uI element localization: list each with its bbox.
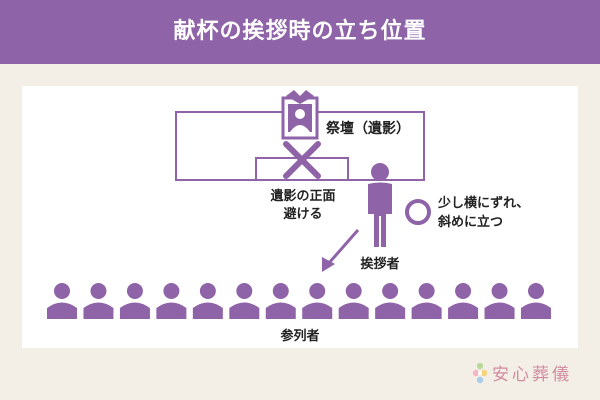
stand-label-line2: 斜めに立つ bbox=[437, 214, 503, 230]
logo-text: 安心葬儀 bbox=[492, 365, 572, 385]
attendee-figure bbox=[448, 283, 479, 319]
attendee-figure bbox=[192, 283, 223, 319]
attendee-figure bbox=[119, 283, 150, 319]
altar-label: 祭壇（遺影） bbox=[325, 120, 410, 137]
logo: 安心葬儀 bbox=[472, 362, 572, 385]
attendee-figure bbox=[338, 283, 369, 319]
attendee-figure bbox=[156, 283, 187, 319]
attendee-figure bbox=[521, 283, 551, 319]
title-banner: 献杯の挨拶時の立ち位置 bbox=[0, 0, 600, 64]
attendee-figure bbox=[47, 283, 77, 319]
person-icon bbox=[368, 163, 392, 247]
arrow-icon bbox=[322, 229, 360, 272]
attendee-figure bbox=[484, 283, 515, 319]
attendee-figure bbox=[83, 283, 114, 319]
portrait-icon bbox=[281, 90, 319, 140]
cross-mark-icon bbox=[283, 141, 321, 179]
attendee-figure bbox=[375, 283, 406, 319]
attendee-figure bbox=[302, 283, 333, 319]
attendee-figure bbox=[229, 283, 260, 319]
avoid-label-line2: 避ける bbox=[283, 206, 322, 222]
circle-mark-icon bbox=[405, 199, 431, 225]
flower-icon bbox=[472, 362, 488, 384]
attendee-row bbox=[47, 283, 551, 319]
attendee-figure bbox=[411, 283, 442, 319]
attendees-label: 参列者 bbox=[280, 328, 319, 344]
attendee-figure bbox=[265, 283, 296, 319]
avoid-label-line1: 遺影の正面 bbox=[269, 188, 335, 204]
speaker-label: 挨拶者 bbox=[360, 256, 399, 272]
page-title: 献杯の挨拶時の立ち位置 bbox=[173, 19, 427, 44]
stand-label-line1: 少し横にずれ、 bbox=[437, 195, 529, 211]
